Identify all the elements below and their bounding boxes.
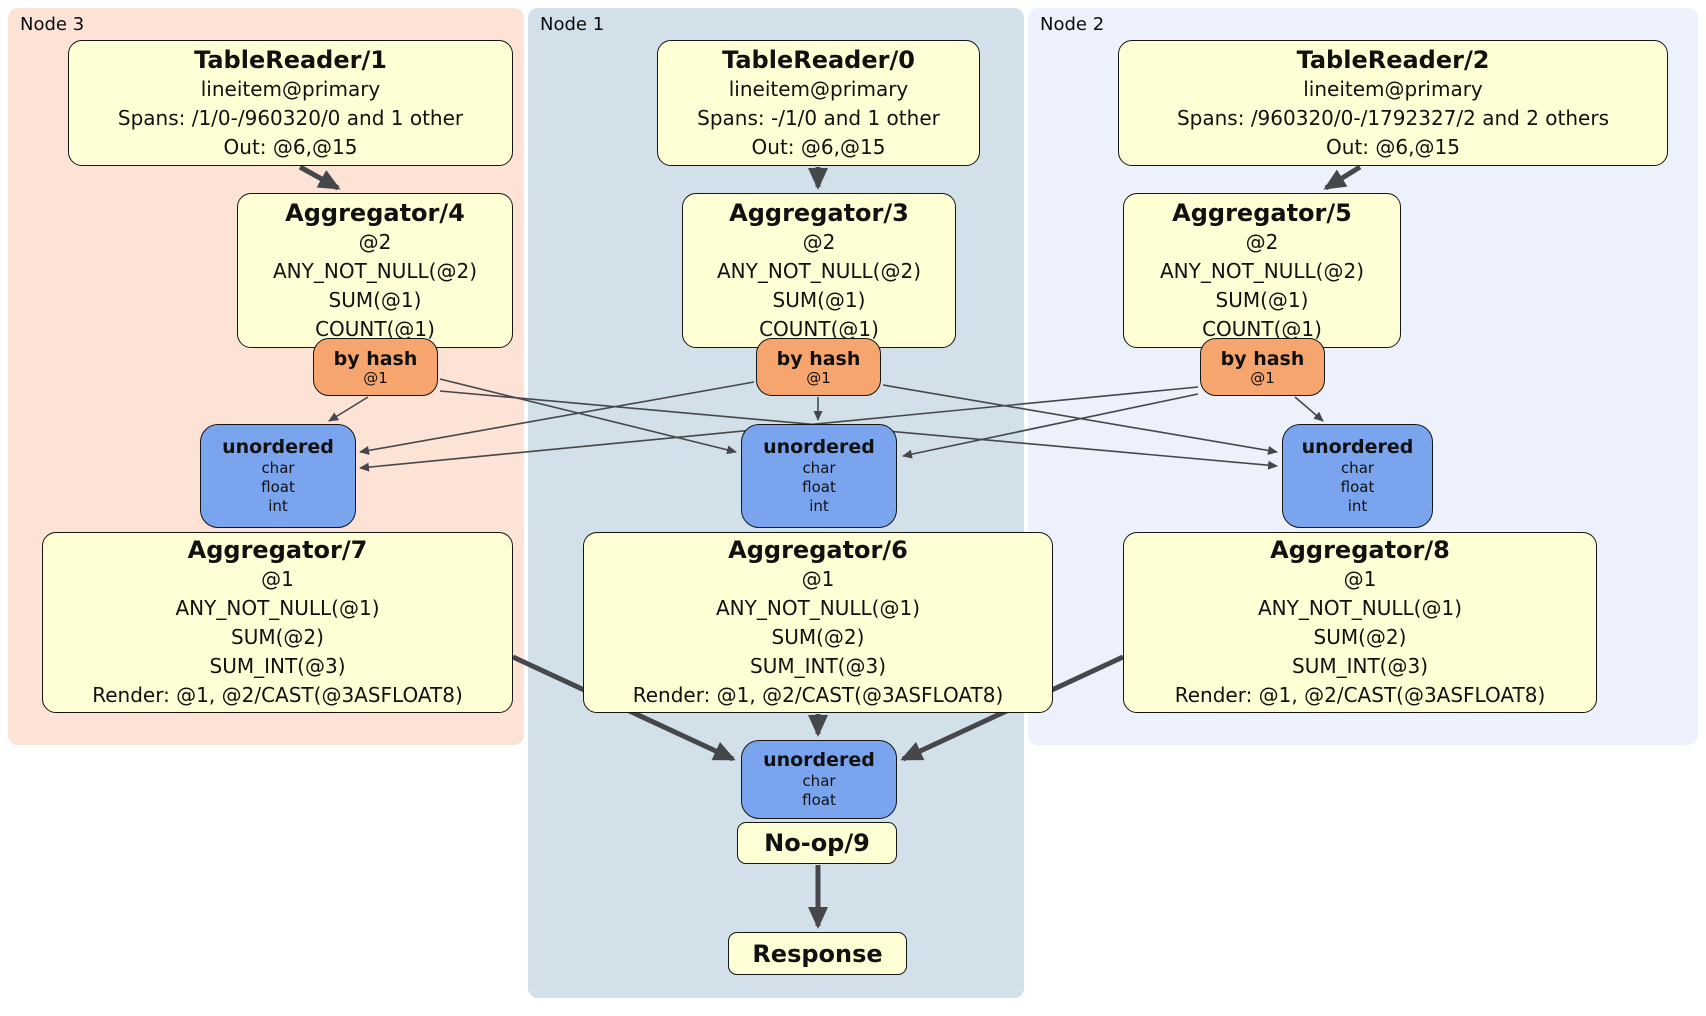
node-detail: SUM(@2): [1313, 625, 1407, 649]
unordered-sync-node1: unordered char float int: [741, 424, 897, 528]
node-detail: Spans: /1/0-/960320/0 and 1 other: [117, 105, 464, 130]
node-detail: ANY_NOT_NULL(@1): [1258, 596, 1462, 620]
by-hash-router-node1: by hash @1: [756, 338, 881, 396]
sync-detail: char: [1340, 459, 1375, 477]
node-detail: lineitem@primary: [728, 76, 909, 101]
sync-detail: float: [802, 478, 836, 496]
router-detail: @1: [1250, 368, 1275, 387]
node-detail: SUM(@2): [231, 625, 324, 649]
aggregator-8-node: Aggregator/8 @1 ANY_NOT_NULL(@1) SUM(@2)…: [1123, 532, 1597, 713]
node-title: TableReader/0: [722, 45, 915, 74]
node-detail: ANY_NOT_NULL(@1): [175, 596, 380, 620]
aggregator-4-node: Aggregator/4 @2 ANY_NOT_NULL(@2) SUM(@1)…: [237, 193, 513, 348]
sync-title: unordered: [763, 436, 875, 458]
node-detail: SUM(@2): [771, 625, 865, 649]
aggregator-6-node: Aggregator/6 @1 ANY_NOT_NULL(@1) SUM(@2)…: [583, 532, 1053, 713]
router-title: by hash: [776, 347, 861, 370]
node-title: Aggregator/8: [1270, 536, 1450, 564]
by-hash-router-node3: by hash @1: [313, 338, 438, 396]
node-detail: ANY_NOT_NULL(@2): [273, 258, 477, 283]
tablereader-0-node: TableReader/0 lineitem@primary Spans: -/…: [657, 40, 980, 166]
sync-detail: char: [802, 459, 836, 477]
sync-detail: char: [261, 459, 295, 477]
node-detail: SUM(@1): [1215, 287, 1309, 312]
node-detail: Render: @1, @2/CAST(@3ASFLOAT8): [92, 683, 463, 707]
response-node: Response: [728, 932, 907, 975]
aggregator-3-node: Aggregator/3 @2 ANY_NOT_NULL(@2) SUM(@1)…: [682, 193, 956, 348]
node-detail: COUNT(@1): [315, 316, 435, 341]
edge-router4-sync7: [328, 396, 369, 422]
tablereader-2-node: TableReader/2 lineitem@primary Spans: /9…: [1118, 40, 1668, 166]
node-detail: @2: [1245, 229, 1279, 254]
region-node1-label: Node 1: [540, 14, 605, 35]
router-title: by hash: [1220, 347, 1305, 370]
node-detail: Render: @1, @2/CAST(@3ASFLOAT8): [632, 683, 1004, 707]
unordered-sync-node2: unordered char float int: [1282, 424, 1433, 528]
sync-detail: float: [1340, 478, 1375, 496]
node-detail: COUNT(@1): [1202, 316, 1322, 341]
node-detail: SUM(@1): [772, 287, 866, 312]
region-node2-label: Node 2: [1040, 14, 1105, 35]
sync-detail: float: [261, 478, 295, 496]
node-detail: @2: [358, 229, 392, 254]
node-title: Aggregator/3: [729, 198, 909, 227]
edge-tr2-agg5: [1323, 164, 1362, 191]
node-detail: COUNT(@1): [759, 316, 879, 341]
sync-title: unordered: [222, 436, 334, 458]
sync-detail: float: [802, 791, 836, 809]
router-detail: @1: [806, 368, 831, 387]
region-node3-label: Node 3: [20, 14, 85, 35]
node-detail: @1: [261, 567, 294, 591]
node-detail: SUM_INT(@3): [1292, 654, 1428, 678]
sync-title: unordered: [1301, 436, 1414, 458]
node-detail: Out: @6,@15: [223, 134, 358, 159]
node-title: Aggregator/4: [285, 198, 465, 227]
node-detail: lineitem@primary: [1303, 76, 1483, 101]
node-title: Aggregator/5: [1172, 198, 1352, 227]
sync-detail: int: [809, 497, 829, 515]
edge-router5-sync6: [902, 393, 1199, 459]
router-title: by hash: [333, 347, 418, 370]
node-detail: ANY_NOT_NULL(@2): [1160, 258, 1364, 283]
tablereader-1-node: TableReader/1 lineitem@primary Spans: /1…: [68, 40, 513, 166]
unordered-sync-final: unordered char float: [741, 740, 897, 819]
node-title: Aggregator/6: [728, 536, 908, 564]
sync-title: unordered: [763, 749, 875, 771]
node-detail: Render: @1, @2/CAST(@3ASFLOAT8): [1174, 683, 1546, 707]
node-title: TableReader/2: [1296, 45, 1490, 74]
node-detail: ANY_NOT_NULL(@2): [717, 258, 921, 283]
edge-router4-sync6: [439, 378, 737, 455]
node-detail: SUM(@1): [328, 287, 422, 312]
node-title: No-op/9: [764, 829, 870, 857]
unordered-sync-node3: unordered char float int: [200, 424, 356, 528]
node-detail: Out: @6,@15: [1326, 134, 1460, 159]
sync-detail: int: [1347, 497, 1368, 515]
edge-router5-sync8: [1294, 396, 1324, 422]
edge-tr1-agg4: [298, 164, 341, 191]
node-detail: SUM_INT(@3): [209, 654, 346, 678]
noop-9-node: No-op/9: [737, 822, 897, 864]
node-detail: @1: [1343, 567, 1377, 591]
sync-detail: char: [802, 772, 836, 790]
node-detail: @1: [801, 567, 835, 591]
node-title: TableReader/1: [194, 45, 387, 74]
node-detail: ANY_NOT_NULL(@1): [716, 596, 920, 620]
node-detail: Out: @6,@15: [751, 134, 886, 159]
by-hash-router-node2: by hash @1: [1200, 338, 1325, 396]
node-detail: @2: [802, 229, 836, 254]
sync-detail: int: [268, 497, 288, 515]
router-detail: @1: [363, 368, 388, 387]
node-title: Response: [752, 939, 883, 968]
node-detail: Spans: -/1/0 and 1 other: [697, 105, 940, 130]
node-detail: SUM_INT(@3): [750, 654, 886, 678]
aggregator-5-node: Aggregator/5 @2 ANY_NOT_NULL(@2) SUM(@1)…: [1123, 193, 1401, 348]
node-detail: lineitem@primary: [200, 76, 381, 101]
edge-router3-sync7: [359, 381, 755, 455]
node-title: Aggregator/7: [187, 536, 368, 564]
aggregator-7-node: Aggregator/7 @1 ANY_NOT_NULL(@1) SUM(@2)…: [42, 532, 513, 713]
node-detail: Spans: /960320/0-/1792327/2 and 2 others: [1176, 105, 1609, 130]
